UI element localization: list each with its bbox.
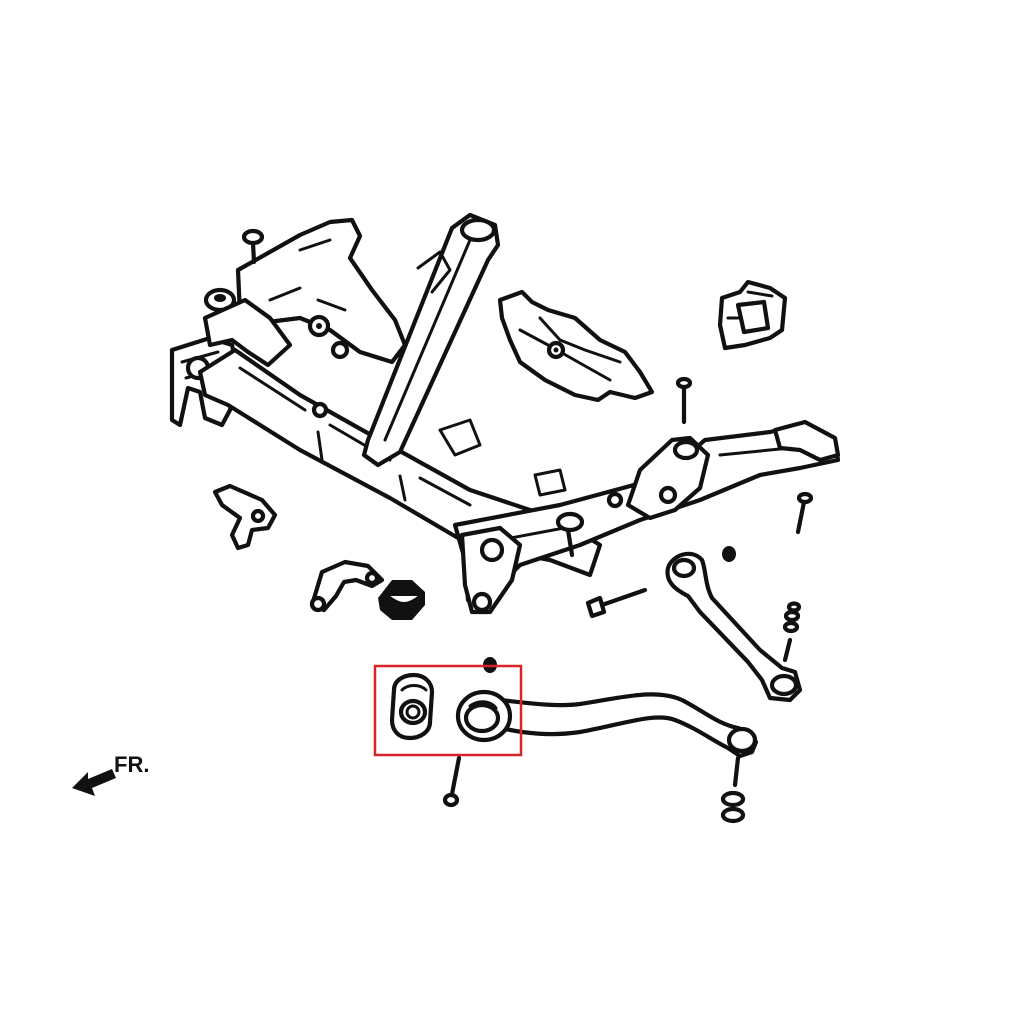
lower-control-arm — [475, 692, 759, 824]
direction-label: FR. — [114, 752, 149, 777]
sway-bar-bushing — [378, 580, 425, 620]
front-direction-indicator: FR. — [72, 752, 149, 796]
sway-bar-clamp — [309, 559, 385, 613]
front-bushing — [389, 672, 435, 741]
top-bolt-left — [241, 228, 265, 265]
direction-arrow-icon — [72, 769, 116, 796]
highlight-box — [373, 664, 523, 757]
bolt-right-short — [795, 491, 814, 535]
sway-bar-bracket-left — [212, 483, 278, 551]
shield-bracket — [497, 289, 655, 403]
front-subframe — [169, 212, 841, 615]
rear-bushing — [455, 689, 513, 743]
bolt-upper-middle — [675, 376, 693, 425]
bolt-horizontal — [585, 587, 648, 619]
bolt-lower — [442, 755, 462, 808]
tension-rod — [665, 551, 803, 703]
engine-mount — [717, 279, 788, 351]
nut-small-right — [722, 546, 736, 562]
